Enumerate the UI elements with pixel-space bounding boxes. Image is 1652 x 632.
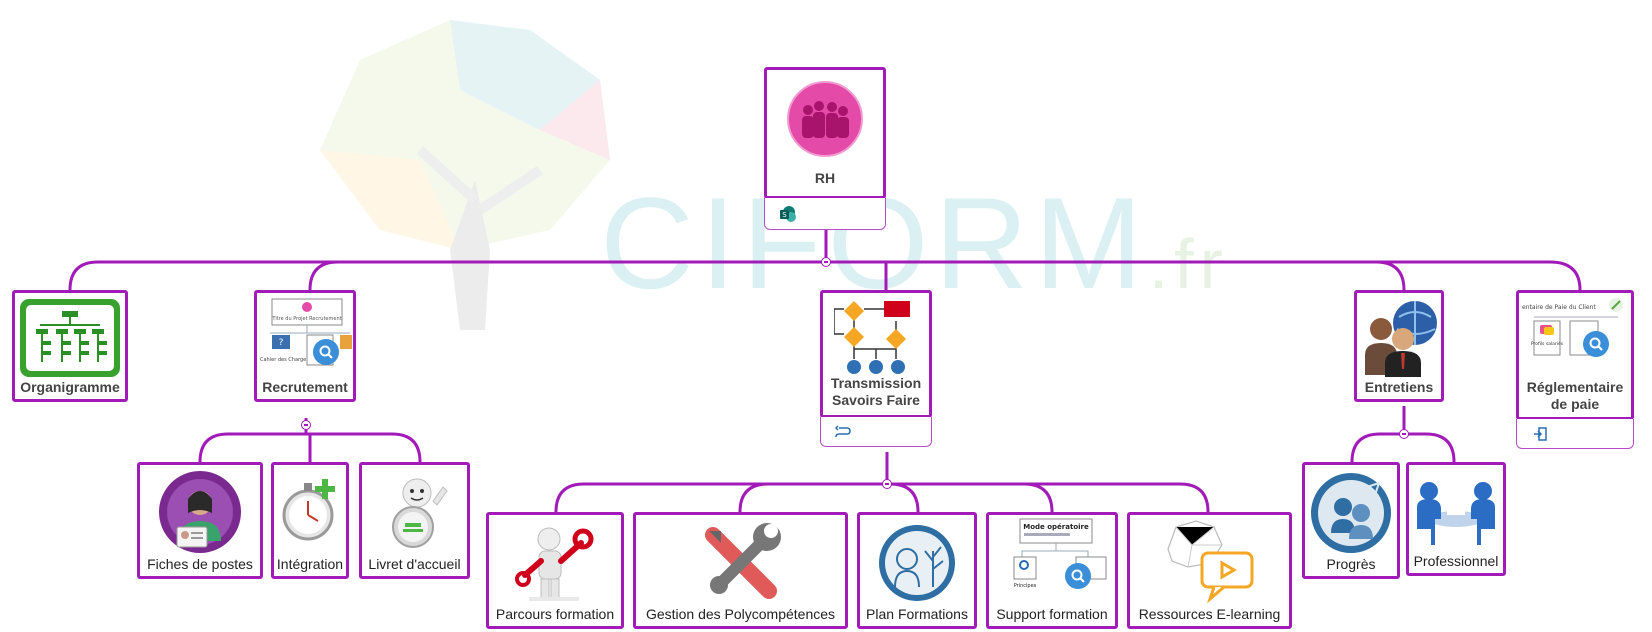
node-integration[interactable]: Intégration <box>271 462 349 579</box>
support-map-thumbnail: Mode opératoire Principes <box>989 517 1115 601</box>
watermark-tree-logo <box>320 20 610 330</box>
root-node-rh[interactable]: RH <box>764 67 886 199</box>
node-ressources-elearning[interactable]: Ressources E-learning <box>1127 512 1292 629</box>
stopwatch-plus-icon <box>274 473 346 549</box>
node-professionnel[interactable]: Professionnel <box>1406 462 1506 576</box>
entretiens-collapse-toggle[interactable] <box>1399 429 1409 439</box>
node-label: Professionnel <box>1413 553 1499 569</box>
svg-text:Principes: Principes <box>1014 583 1037 589</box>
root-attachment-panel: S <box>764 198 886 230</box>
transmission-collapse-toggle[interactable] <box>882 479 892 489</box>
svg-text:?: ? <box>279 338 284 348</box>
progress-faces-icon <box>1305 471 1397 555</box>
character-thumbs-up-icon <box>362 471 467 551</box>
node-label: Entretiens <box>1364 379 1434 395</box>
node-label: Support formation <box>996 606 1108 622</box>
worker-wrench-icon <box>489 521 621 605</box>
node-label: Recrutement <box>262 379 348 395</box>
node-gestion-polycompetences[interactable]: Gestion des Polycompétences <box>633 512 848 629</box>
zoom-preview-icon[interactable] <box>313 339 339 365</box>
svg-text:Cahier des Charges: Cahier des Charges <box>260 357 309 363</box>
node-label: Parcours formation <box>495 606 615 622</box>
flowchart-icon <box>823 299 929 379</box>
business-people-globe-icon <box>1357 295 1441 377</box>
svg-text:Mode opératoire: Mode opératoire <box>1023 523 1089 531</box>
sharepoint-icon[interactable]: S <box>779 205 797 223</box>
node-label: Gestion des Polycompétences <box>645 606 836 622</box>
node-entretiens[interactable]: Entretiens <box>1354 290 1444 402</box>
node-plan-formations[interactable]: Plan Formations <box>857 512 977 629</box>
node-fiches-de-postes[interactable]: Fiches de postes <box>137 462 263 579</box>
paie-attachment-panel <box>1516 419 1634 449</box>
svg-text:Titre du Projet Recrutement: Titre du Projet Recrutement <box>271 316 341 322</box>
people-group-icon <box>767 80 883 158</box>
node-support-formation[interactable]: Mode opératoire Principes Support format… <box>986 512 1118 629</box>
recrutement-collapse-toggle[interactable] <box>301 420 311 430</box>
tools-cross-icon <box>636 521 845 605</box>
node-organigramme[interactable]: Organigramme <box>12 290 128 402</box>
node-label: Fiches de postes <box>147 556 253 572</box>
import-icon[interactable] <box>1533 427 1547 441</box>
root-label: RH <box>814 170 836 186</box>
node-label: Ressources E-learning <box>1138 606 1281 622</box>
zoom-preview-icon[interactable] <box>1583 331 1609 357</box>
node-label: Plan Formations <box>866 606 968 622</box>
node-label: Livret d'accueil <box>368 556 461 572</box>
faces-tree-icon <box>860 521 974 605</box>
node-label: Progrès <box>1326 556 1376 572</box>
org-chart-icon <box>15 297 125 379</box>
link-loop-icon[interactable] <box>835 425 851 439</box>
node-livret-accueil[interactable]: Livret d'accueil <box>359 462 470 579</box>
node-progres[interactable]: Progrès <box>1302 462 1400 579</box>
node-label: Organigramme <box>20 379 120 395</box>
node-recrutement[interactable]: Titre du Projet Recrutement ? Cahier des… <box>254 290 356 402</box>
id-card-person-icon <box>140 469 260 555</box>
zoom-preview-icon[interactable] <box>1065 563 1091 589</box>
transmission-attachment-panel <box>820 417 932 447</box>
node-parcours-formation[interactable]: Parcours formation <box>486 512 624 629</box>
paie-map-thumbnail: entaire de Paie du Client Profils salari… <box>1519 295 1631 377</box>
node-reglementaire-paie[interactable]: entaire de Paie du Client Profils salari… <box>1516 290 1634 420</box>
recrutement-map-thumbnail: Titre du Projet Recrutement ? Cahier des… <box>257 295 353 377</box>
meeting-table-icon <box>1409 469 1503 551</box>
root-collapse-toggle[interactable] <box>821 257 831 267</box>
svg-text:S: S <box>782 211 787 219</box>
svg-text:Profils salariés: Profils salariés <box>1531 340 1564 347</box>
elearning-play-icon <box>1130 519 1289 603</box>
svg-text:entaire de Paie du Client: entaire de Paie du Client <box>1522 304 1596 311</box>
node-label: Intégration <box>276 556 344 572</box>
